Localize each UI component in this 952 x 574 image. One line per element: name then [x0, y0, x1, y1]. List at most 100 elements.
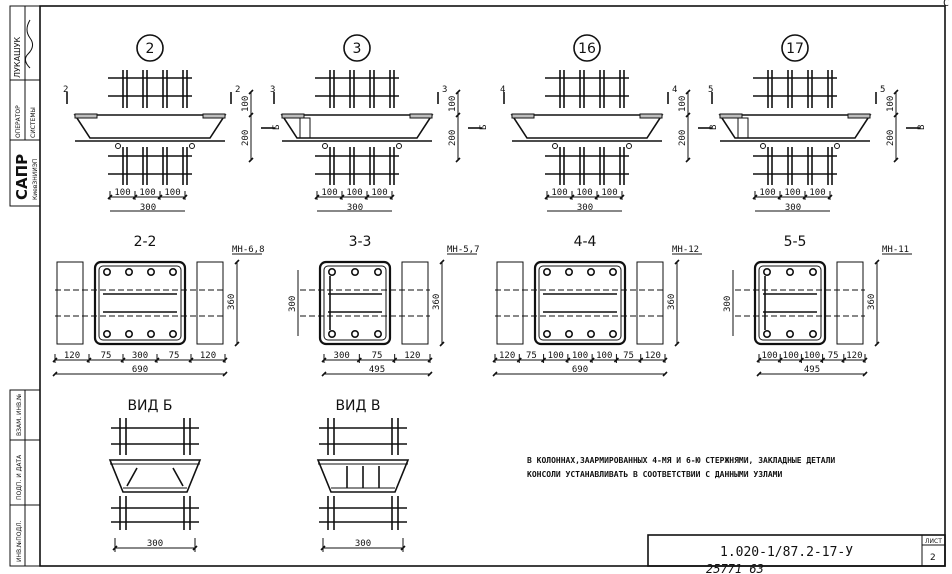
section-cut-label: 4 — [500, 85, 505, 95]
note-line-2: КОНСОЛИ УСТАНАВЛИВАТЬ В СООТВЕТСТВИИ С Д… — [527, 470, 782, 479]
stirrup — [323, 265, 387, 341]
column-rebar — [586, 329, 595, 338]
dimension-tick — [685, 112, 691, 118]
side-plate — [737, 117, 749, 139]
side-stamp: ЛУКАШУК ОПЕРАТОР СИСТЕМЫ САПР КиевЗНИИЭП… — [9, 5, 41, 567]
dimension-label: 300 — [577, 203, 593, 213]
column-rebar — [125, 329, 134, 338]
corner-mark: С — [943, 0, 949, 9]
anchor-bolt — [322, 143, 328, 149]
dimension-tick — [455, 157, 461, 163]
dimension-label: 300 — [132, 351, 148, 361]
view-letter: В — [917, 125, 927, 130]
bearing-block — [836, 261, 864, 345]
stirrup — [98, 265, 182, 341]
dimension-label: 100 — [241, 96, 251, 112]
column-rebar — [608, 329, 617, 338]
column-rebar — [808, 329, 817, 338]
dimension-label: 100 — [759, 188, 775, 198]
column-rebar — [147, 329, 156, 338]
dimension-label: 120 — [645, 351, 661, 361]
node-number-circle — [781, 34, 809, 62]
dimension-label: 100 — [783, 351, 799, 361]
plate-mark: МН-5,7 — [447, 245, 480, 255]
dimension-label: 100 — [321, 188, 337, 198]
dimension-tick — [248, 112, 254, 118]
dimension-label: 100 — [601, 188, 617, 198]
dimension-label: 100 — [804, 351, 820, 361]
node-number: 2 — [146, 41, 155, 57]
embedded-plate — [511, 113, 535, 119]
column-rebar — [808, 267, 817, 276]
dimension-label: 120 — [404, 351, 420, 361]
dimension-label: 75 — [101, 351, 112, 361]
title-block: 1.020-1/87.2-17-У ЛИСТ 2 — [647, 534, 946, 567]
column-rebar — [564, 329, 573, 338]
dimension-label: 495 — [804, 365, 820, 375]
dimension-label: 100 — [448, 96, 458, 112]
dimension-tick — [52, 371, 58, 377]
dimension-tick — [439, 259, 445, 265]
section-cut-label: 3 — [442, 85, 447, 95]
section-cut-label: 5 — [708, 85, 713, 95]
dimension-tick — [862, 371, 868, 377]
anchor-bolt — [760, 143, 766, 149]
dimension-label: 75 — [828, 351, 839, 361]
dimension-tick — [455, 112, 461, 118]
dimension-tick — [455, 89, 461, 95]
stamp-name: ЛУКАШУК — [13, 37, 22, 78]
dimension-label: 75 — [526, 351, 537, 361]
column-rebar — [350, 329, 359, 338]
bearing-block — [401, 261, 429, 345]
dimension-label: 120 — [200, 351, 216, 361]
note-line-1: В КОЛОННАХ,ЗААРМИРОВАННЫХ 4-МЯ И 6-Ю СТЕ… — [527, 456, 835, 465]
dimension-label: 300 — [147, 539, 163, 549]
dimension-label: 300 — [288, 296, 298, 312]
bottom-stamp: 25771 63 — [706, 562, 764, 574]
dimension-tick — [492, 371, 498, 377]
console-profile — [316, 459, 410, 493]
gusset — [126, 467, 184, 487]
dimension-label: 495 — [369, 365, 385, 375]
bearing-block — [636, 261, 664, 345]
section-cut-label: 2 — [63, 85, 68, 95]
column-outline — [533, 260, 627, 346]
dimension-label: 100 — [548, 351, 564, 361]
embedded-plate — [719, 113, 743, 119]
dimension-label: 100 — [596, 351, 612, 361]
section-title: 5-5 — [784, 234, 807, 250]
dimension-label: 200 — [678, 130, 688, 146]
dimension-label: 100 — [809, 188, 825, 198]
node-number-circle — [343, 34, 371, 62]
dimension-tick — [685, 89, 691, 95]
anchor-bolt — [189, 143, 195, 149]
dimension-label: 200 — [241, 130, 251, 146]
dimension-tick — [439, 341, 445, 347]
dimension-label: 100 — [784, 188, 800, 198]
dimension-label: 100 — [886, 96, 896, 112]
dimension-tick — [685, 157, 691, 163]
dimension-tick — [756, 371, 762, 377]
column-rebar — [542, 329, 551, 338]
column-rebar — [327, 329, 336, 338]
section-cut-label: 4 — [672, 85, 677, 95]
stamp-operator: ОПЕРАТОР — [15, 105, 22, 138]
dimension-label: 75 — [623, 351, 634, 361]
dimension-label: 360 — [432, 294, 442, 310]
dimension-label: 300 — [355, 539, 371, 549]
column-rebar — [103, 267, 112, 276]
dimension-label: 100 — [678, 96, 688, 112]
column-outline — [318, 260, 392, 346]
dimension-label: 360 — [227, 294, 237, 310]
column-rebar — [762, 329, 771, 338]
view-letter: В — [709, 125, 719, 130]
node-number: 16 — [578, 41, 596, 57]
dimension-label: 75 — [372, 351, 383, 361]
embedded-plate — [847, 113, 871, 119]
dimension-label: 100 — [164, 188, 180, 198]
dimension-label: 100 — [371, 188, 387, 198]
embedded-plate — [281, 113, 305, 119]
anchor-bolt — [834, 143, 840, 149]
